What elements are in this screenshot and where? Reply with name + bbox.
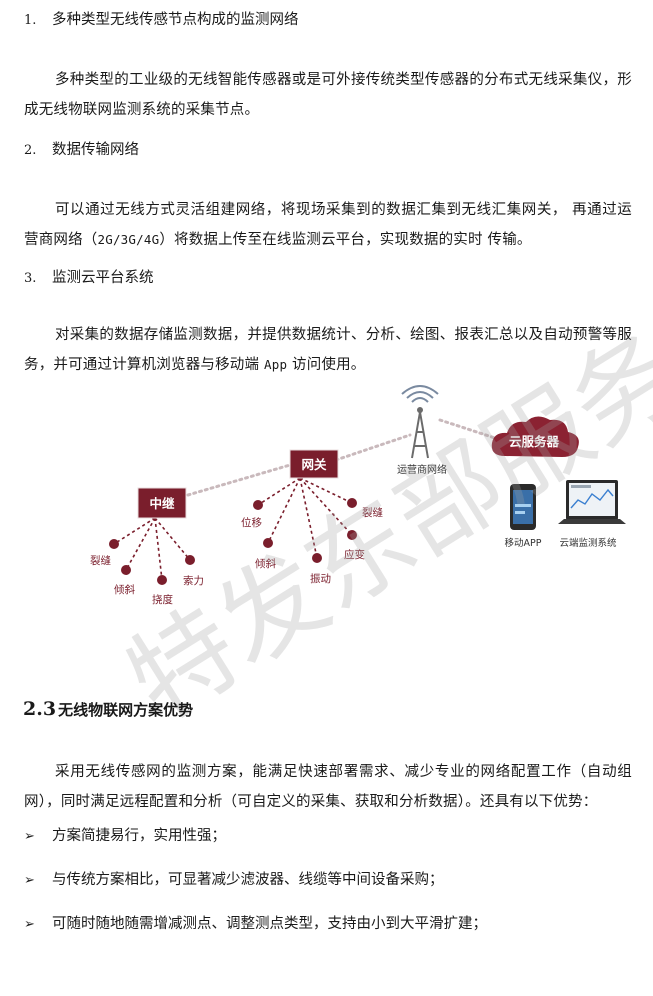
paragraph-3-text-a: 对采集的数据存储监测数据，并提供数据统计、分析、绘图、报表汇总以及自动预警等服务…	[24, 327, 632, 373]
section-heading-2: 2. 数据传输网络	[24, 140, 139, 161]
gateway-tower-link	[334, 433, 412, 462]
gateway-node: 网关	[289, 449, 339, 479]
section-heading-3: 3. 监测云平台系统	[24, 268, 154, 289]
bullet-marker: ➢	[24, 917, 35, 932]
section-heading-1: 1. 多种类型无线传感节点构成的监测网络	[24, 10, 299, 31]
paragraph-1: 多种类型的工业级的无线智能传感器或是可外接传统类型传感器的分布式无线采集仪，形成…	[24, 72, 632, 118]
network-diagram: 裂缝 倾斜 挠度 索力 位移 倾斜 振动 应变 裂缝 中继 网关 运营	[90, 385, 626, 606]
relay-label: 中继	[149, 496, 175, 511]
sensor-dot	[157, 575, 167, 585]
laptop-icon	[558, 480, 626, 524]
sensor-dot	[347, 530, 357, 540]
section-number: 3.	[24, 271, 37, 286]
sensor-label: 应变	[344, 548, 365, 561]
cloud-label: 云服务器	[509, 434, 560, 449]
section-title: 多种类型无线传感节点构成的监测网络	[52, 12, 299, 28]
tower-label: 运营商网络	[397, 463, 447, 476]
laptop-label: 云端监测系统	[559, 537, 617, 549]
sensor-dot	[121, 565, 131, 575]
gateway-label: 网关	[301, 457, 327, 472]
sensor-label: 裂缝	[362, 506, 383, 519]
tower-cloud-link	[438, 418, 497, 440]
sensor-labels: 裂缝 倾斜 挠度 索力 位移 倾斜 振动 应变 裂缝	[90, 506, 383, 606]
section-number: 2.3	[23, 698, 57, 720]
sensor-dot	[263, 538, 273, 548]
paragraph-2: 可以通过无线方式灵活组建网络，将现场采集到的数据汇集到无线汇集网关， 再通过运营…	[24, 195, 632, 255]
wireless-links	[186, 418, 497, 497]
section-title: 数据传输网络	[52, 142, 139, 158]
sensor-dot	[253, 500, 263, 510]
sensor-label: 振动	[310, 572, 331, 585]
sensor-label: 倾斜	[255, 557, 276, 570]
sensor-label: 倾斜	[114, 583, 135, 596]
section2-intro: 采用无线传感网的监测方案，能满足快速部署需求、减少专业的网络配置工作（自动组网）…	[24, 764, 632, 810]
bullet-item: ➢ 与传统方案相比，可显著减少滤波器、线缆等中间设备采购；	[24, 870, 444, 891]
cell-tower-icon	[401, 385, 439, 459]
section-title: 监测云平台系统	[52, 270, 154, 286]
bullet-marker: ➢	[24, 873, 35, 888]
bullet-text: 可随时随地随需增减测点、调整测点类型，支持由小到大平滑扩建；	[52, 916, 487, 932]
bullet-item: ➢ 可随时随地随需增减测点、调整测点类型，支持由小到大平滑扩建；	[24, 914, 487, 935]
sensor-dot	[185, 555, 195, 565]
relay-sensor-links	[113, 517, 191, 581]
cloud-server-icon: 云服务器	[491, 416, 579, 457]
section-number: 1.	[24, 13, 37, 28]
sensor-dots	[109, 498, 357, 585]
sensor-dot	[347, 498, 357, 508]
bullet-marker: ➢	[24, 829, 35, 844]
sensor-label: 裂缝	[90, 554, 111, 567]
paragraph-3-app: App	[264, 357, 288, 372]
relay-gateway-link	[186, 463, 292, 497]
gateway-sensor-links	[257, 477, 353, 559]
sensor-label: 挠度	[152, 593, 173, 606]
phone-label: 移动APP	[505, 537, 542, 549]
bullet-text: 与传统方案相比，可显著减少滤波器、线缆等中间设备采购；	[52, 872, 444, 888]
sensor-dot	[109, 539, 119, 549]
paragraph-3: 对采集的数据存储监测数据，并提供数据统计、分析、绘图、报表汇总以及自动预警等服务…	[24, 320, 632, 380]
paragraph-2-network-types: 2G/3G/4G	[97, 232, 160, 247]
paragraph-2-text-c: ）将数据上传至在线监测云平台，实现数据的实时 传输。	[159, 232, 532, 248]
sensor-label: 位移	[241, 516, 262, 529]
section-number: 2.	[24, 143, 37, 158]
sensor-dot	[312, 553, 322, 563]
mobile-phone-icon	[510, 484, 536, 530]
section-title: 无线物联网方案优势	[58, 701, 194, 719]
sensor-label: 索力	[183, 574, 204, 587]
relay-node: 中继	[137, 487, 187, 519]
bullet-item: ➢ 方案简捷易行，实用性强；	[24, 826, 226, 847]
paragraph-2-text-a: 可以通过无线方式灵活组建网络，将现场采集到的数据汇集到无线汇集网关， 再通过运营…	[24, 202, 632, 248]
bullet-text: 方案简捷易行，实用性强；	[52, 828, 226, 844]
paragraph-3-text-c: 访问使用。	[287, 357, 366, 373]
